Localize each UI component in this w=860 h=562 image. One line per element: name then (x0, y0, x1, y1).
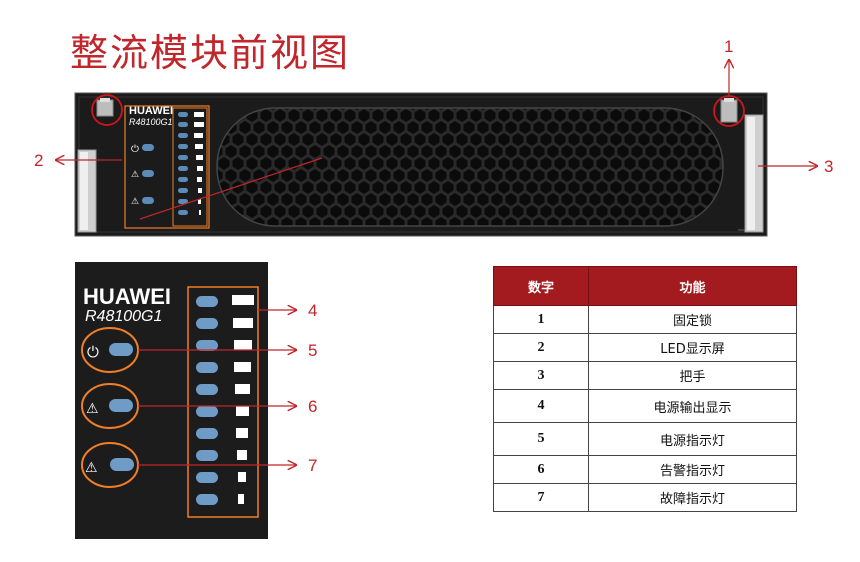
table-row: 1 固定锁 (493, 305, 797, 334)
row-number: 7 (493, 483, 589, 512)
front-power-icon: ⏻ (131, 144, 139, 155)
row-number: 4 (493, 389, 589, 423)
callout-4-label: 4 (308, 301, 317, 320)
front-model: R48100G1 (129, 117, 173, 127)
right-handle (744, 114, 764, 233)
callout-7: 7 (138, 456, 317, 475)
header-number: 数字 (493, 266, 589, 306)
callout-3-label: 3 (824, 157, 833, 176)
row-function: LED显示屏 (588, 333, 797, 362)
zoomed-model: R48100G1 (85, 308, 162, 325)
front-led-bars (178, 112, 204, 215)
row-function: 固定锁 (588, 305, 797, 334)
callout-2: 2 (34, 151, 323, 220)
header-function: 功能 (588, 266, 797, 306)
row-number: 1 (493, 305, 589, 334)
row-number: 2 (493, 333, 589, 362)
table-header-row: 数字 功能 (493, 266, 797, 306)
callout-7-label: 7 (308, 456, 317, 475)
callout-6: 6 (138, 397, 317, 416)
table-row: 4 电源输出显示 (493, 389, 797, 423)
row-number: 6 (493, 455, 589, 484)
front-alarm-icon: ⚠ (131, 170, 139, 180)
callout-1: 1 (724, 37, 733, 96)
fault-icon: ⚠ (85, 460, 98, 476)
callout-4: 4 (258, 301, 317, 320)
callout-1-label: 1 (724, 37, 733, 56)
table-row: 6 告警指示灯 (493, 455, 797, 484)
row-function: 把手 (588, 361, 797, 390)
front-led-panel: HUAWEI R48100G1 ⏻ ⚠ ⚠ (124, 105, 210, 229)
row-function: 电源指示灯 (588, 422, 797, 456)
callout-2-label: 2 (34, 151, 43, 170)
front-brand: HUAWEI (129, 105, 173, 117)
table-row: 5 电源指示灯 (493, 422, 797, 456)
front-panel (74, 92, 768, 237)
ventilation-grille (216, 107, 724, 227)
row-function: 故障指示灯 (588, 483, 797, 512)
row-function: 电源输出显示 (588, 389, 797, 423)
zoomed-led-bars (196, 295, 254, 505)
callout-3: 3 (758, 157, 833, 176)
fixing-lock-right (713, 95, 745, 127)
table-row: 7 故障指示灯 (493, 483, 797, 512)
row-number: 5 (493, 422, 589, 456)
function-table: 数字 功能 1 固定锁 2 LED显示屏 3 把手 4 电源输出显示 5 电源指… (493, 266, 797, 512)
callout-5: 5 (138, 341, 317, 360)
callout-5-label: 5 (308, 341, 317, 360)
callout-6-label: 6 (308, 397, 317, 416)
page-title: 整流模块前视图 (70, 31, 351, 75)
row-number: 3 (493, 361, 589, 390)
table-row: 3 把手 (493, 361, 797, 390)
alarm-icon: ⚠ (86, 401, 99, 417)
row-function: 告警指示灯 (588, 455, 797, 484)
power-icon: ⏻ (87, 343, 99, 361)
table-row: 2 LED显示屏 (493, 333, 797, 362)
zoomed-brand: HUAWEI (83, 284, 171, 309)
fixing-lock-left (91, 94, 123, 126)
front-fault-icon: ⚠ (131, 197, 139, 207)
zoomed-led-panel: HUAWEI R48100G1 ⏻ ⚠ ⚠ (75, 262, 268, 539)
left-handle (77, 149, 97, 233)
